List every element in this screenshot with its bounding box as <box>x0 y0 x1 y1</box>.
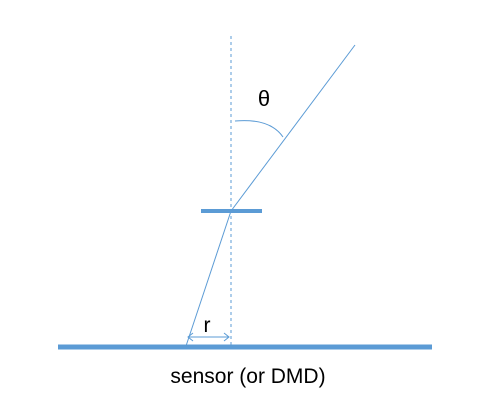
angle-arc <box>234 120 284 138</box>
incident-ray <box>230 44 356 212</box>
angle-label: θ <box>258 86 270 111</box>
offset-label: r <box>204 314 211 337</box>
sensor-caption: sensor (or DMD) <box>170 365 325 388</box>
offset-double-arrow <box>187 332 230 342</box>
transmitted-ray <box>185 210 232 347</box>
